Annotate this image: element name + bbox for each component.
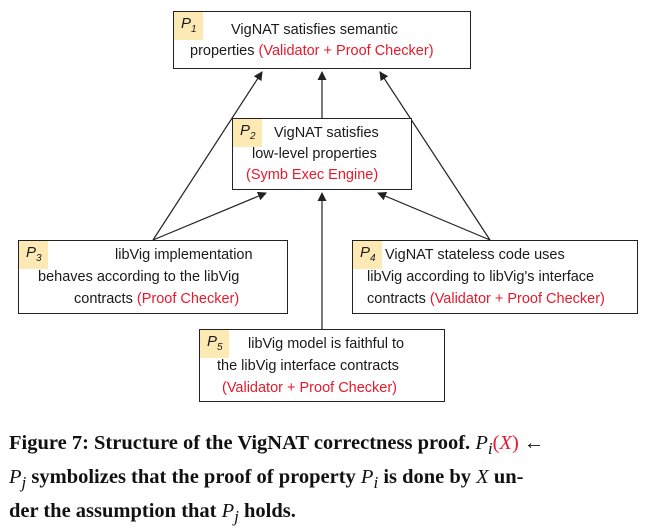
node-p1: P1 VigNAT satisfies semantic properties … [173, 11, 471, 69]
node-p1-line2: properties (Validator + Proof Checker) [190, 43, 434, 59]
arrow-p4-to-p2 [377, 191, 491, 241]
node-p3-line1: libVig implementation [115, 247, 253, 263]
arrow-p3-to-p2 [152, 191, 267, 241]
node-p4-line3: contracts (Validator + Proof Checker) [367, 291, 605, 307]
node-p2-line3: (Symb Exec Engine) [246, 167, 379, 183]
node-p4: P4 VigNAT stateless code uses libVig acc… [352, 240, 638, 314]
node-p1-line1: VigNAT satisfies semantic [231, 22, 398, 38]
node-p5-line2: the libVig interface contracts [217, 358, 399, 374]
node-p2-tag: P2 [233, 119, 262, 147]
node-p2: P2 VigNAT satisfies low-level properties… [232, 118, 412, 190]
caption-line1: Figure 7: Structure of the VigNAT correc… [9, 432, 545, 459]
arrow-p3-to-p1 [152, 71, 263, 241]
caption-line2: Pj symbolizes that the proof of property… [9, 466, 524, 493]
arrow-p4-to-p1 [379, 71, 491, 241]
node-p4-tag: P4 [353, 241, 382, 269]
node-p5-line1: libVig model is faithful to [248, 336, 405, 352]
node-p4-line1: VigNAT stateless code uses [385, 247, 565, 263]
node-p1-tag: P1 [174, 12, 203, 40]
node-p4-line2: libVig according to libVig's interface [367, 269, 595, 285]
node-p3: P3 libVig implementation behaves accordi… [18, 240, 288, 314]
node-p5-tag: P5 [200, 330, 229, 358]
caption-line3: der the assumption that Pj holds. [9, 500, 296, 527]
node-p2-line1: VigNAT satisfies [274, 125, 379, 141]
node-p2-line2: low-level properties [252, 146, 377, 162]
arrows-layer [152, 71, 491, 329]
figure-caption: Figure 7: Structure of the VigNAT correc… [9, 429, 649, 531]
node-p3-tag: P3 [19, 241, 48, 269]
node-p3-line2: behaves according to the libVig [38, 269, 240, 285]
node-p3-line3: contracts (Proof Checker) [74, 291, 240, 307]
node-p5: P5 libVig model is faithful to the libVi… [199, 329, 445, 402]
node-p5-line3: (Validator + Proof Checker) [222, 380, 398, 396]
